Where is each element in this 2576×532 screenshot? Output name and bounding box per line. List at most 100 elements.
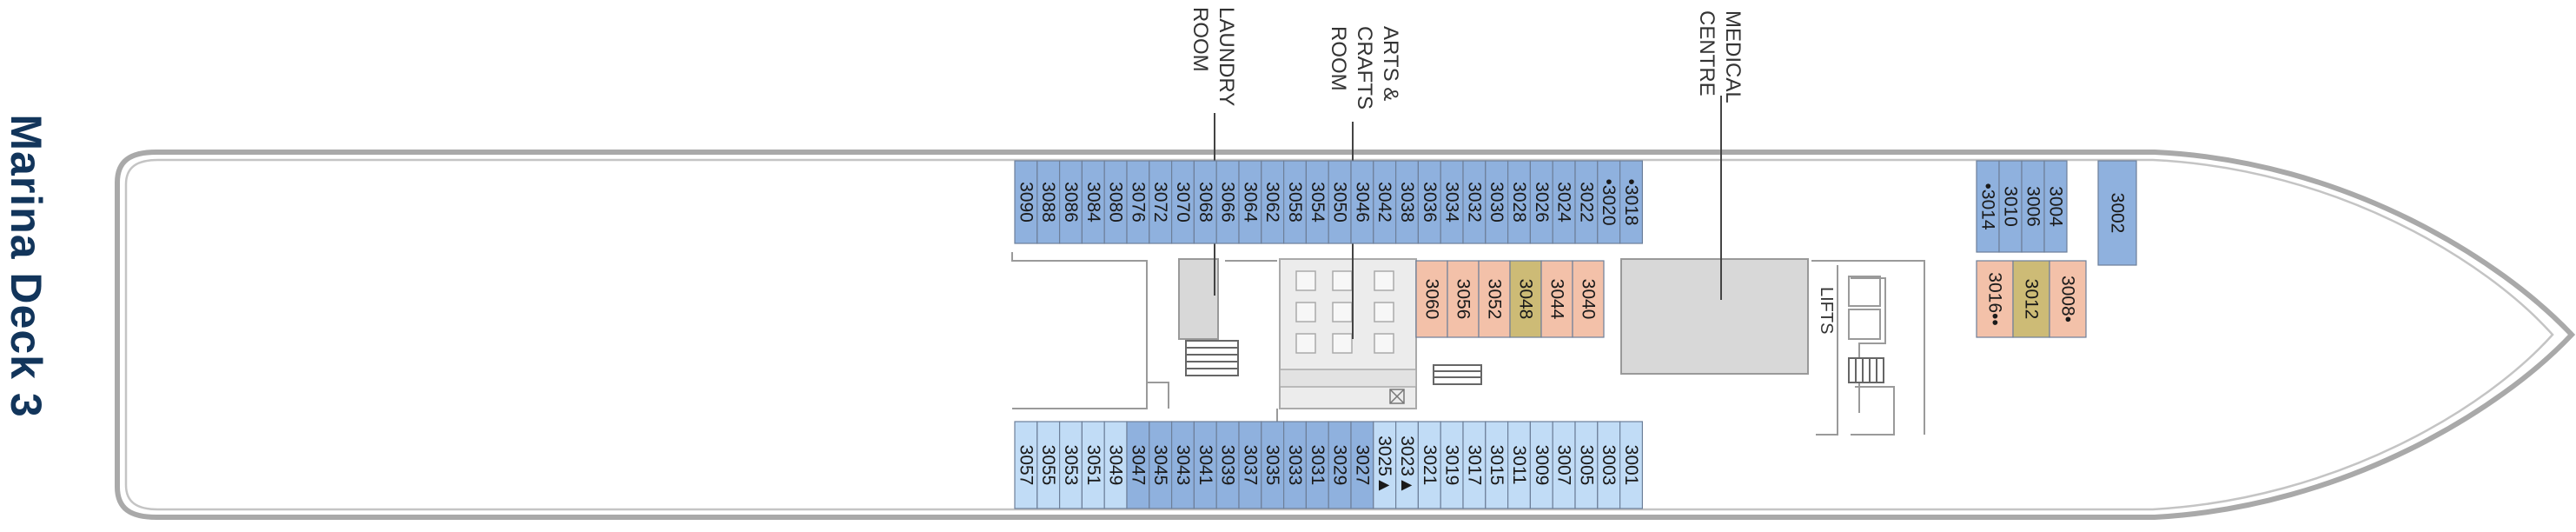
cabin[interactable]: 3002 [2097,160,2137,266]
cabin[interactable]: 3058 [1282,160,1307,244]
cabin[interactable]: 3009 [1529,421,1553,509]
cabin[interactable]: 3086 [1058,160,1083,244]
cabin-number: 3028 [1509,182,1529,223]
cabin[interactable]: 3027 [1350,421,1374,509]
craft-tables [1295,270,1394,354]
cabin[interactable]: 3023▲ [1394,421,1419,509]
cabin[interactable]: 3004 [2043,160,2068,253]
cabin[interactable]: 3076 [1126,160,1150,244]
cabin[interactable]: 3090 [1014,160,1038,244]
cabin[interactable]: 3038 [1394,160,1419,244]
cabin[interactable]: 3046 [1350,160,1374,244]
cabin[interactable]: 3016•• [1976,260,2014,338]
cabin-number: 3016•• [1985,272,2005,325]
cabin-number: 3015 [1487,445,1507,486]
cabin-box [1014,160,1038,244]
cabin-number: 3043 [1173,445,1193,486]
cabin[interactable]: 3024 [1552,160,1576,244]
cabin[interactable]: 3035 [1261,421,1285,509]
cabin[interactable]: 3070 [1170,160,1195,244]
cabin[interactable]: 3022 [1574,160,1599,244]
cabin[interactable]: 3080 [1103,160,1128,244]
cabin-box [1261,421,1285,509]
medical-label-line2: CENTRE [1695,10,1718,96]
cabin[interactable]: 3012 [2012,260,2050,338]
cabin-number: 3051 [1083,445,1103,486]
cabin[interactable]: 3025▲ [1373,421,1397,509]
cabin-number: 3001 [1621,445,1641,486]
cabin-number: 3004 [2046,186,2066,227]
cabin[interactable]: 3084 [1081,160,1105,244]
cabin-number: 3044 [1547,279,1567,320]
cabin[interactable]: 3003 [1597,421,1621,509]
cabin[interactable]: 3030 [1485,160,1509,244]
cabin[interactable]: 3008• [2049,260,2087,338]
cabin-box [1597,421,1621,509]
cabin[interactable]: •3018 [1619,160,1643,244]
cabin[interactable]: 3068 [1193,160,1217,244]
cabin[interactable]: 3066 [1215,160,1240,244]
cabin-number: 3056 [1454,279,1473,320]
cabin-box [1261,160,1285,244]
cabin[interactable]: 3021 [1417,421,1441,509]
cabin[interactable]: 3039 [1215,421,1240,509]
cabin[interactable]: 3054 [1305,160,1329,244]
cabin[interactable]: 3060 [1415,260,1448,338]
cabin[interactable]: 3041 [1193,421,1217,509]
cabin-number: 3002 [2108,193,2128,234]
cabin[interactable]: 3005 [1574,421,1599,509]
cabin-number: •3020 [1599,178,1619,225]
cabin-box [1552,421,1576,509]
cabin-box [1170,421,1195,509]
cabin[interactable]: 3033 [1282,421,1307,509]
cabin[interactable]: 3044 [1540,260,1573,338]
cabin[interactable]: 3026 [1529,160,1553,244]
cabin[interactable]: 3045 [1149,421,1173,509]
cabin-box [1036,421,1061,509]
cabin[interactable]: 3006 [2021,160,2045,253]
cabin-box [2021,160,2045,253]
cabin[interactable]: 3050 [1328,160,1352,244]
cabin-box [1193,421,1217,509]
cabin[interactable]: 3062 [1261,160,1285,244]
cabin[interactable]: 3049 [1103,421,1128,509]
cabin-number: 3064 [1240,182,1260,223]
cabin-number: 3049 [1106,445,1126,486]
cabin[interactable]: 3043 [1170,421,1195,509]
cabin-number: 3068 [1195,182,1215,223]
cabin-box [1440,160,1464,244]
cabin[interactable]: 3036 [1417,160,1441,244]
cabin[interactable]: 3017 [1462,421,1487,509]
cabin[interactable]: 3040 [1572,260,1605,338]
cabin[interactable]: 3019 [1440,421,1464,509]
cabin[interactable]: 3029 [1328,421,1352,509]
cabin[interactable]: 3053 [1058,421,1083,509]
cabin[interactable]: 3056 [1447,260,1480,338]
cabin[interactable]: 3011 [1507,421,1531,509]
cabin[interactable]: 3028 [1507,160,1531,244]
cabin[interactable]: 3064 [1238,160,1262,244]
cabin[interactable]: 3055 [1036,421,1061,509]
cabin[interactable]: 3052 [1478,260,1511,338]
cabin[interactable]: 3051 [1081,421,1105,509]
cabin[interactable]: 3047 [1126,421,1150,509]
cabin[interactable]: 3010 [1998,160,2023,253]
cabin[interactable]: 3001 [1619,421,1643,509]
cabin[interactable]: 3031 [1305,421,1329,509]
cabin[interactable]: 3037 [1238,421,1262,509]
cabin[interactable]: 3048 [1509,260,1542,338]
cabin[interactable]: 3015 [1485,421,1509,509]
cabin[interactable]: 3042 [1373,160,1397,244]
cabin[interactable]: 3072 [1149,160,1173,244]
cabin[interactable]: 3007 [1552,421,1576,509]
cabin-box [1126,421,1150,509]
cabin-box [1058,160,1083,244]
cabin-number: 3012 [2022,279,2042,320]
cabin[interactable]: •3020 [1597,160,1621,244]
cabin[interactable]: •3014 [1976,160,2000,253]
cabin[interactable]: 3032 [1462,160,1487,244]
cabin[interactable]: 3057 [1014,421,1038,509]
cabin[interactable]: 3034 [1440,160,1464,244]
cabin[interactable]: 3088 [1036,160,1061,244]
cabin-box [1394,421,1419,509]
